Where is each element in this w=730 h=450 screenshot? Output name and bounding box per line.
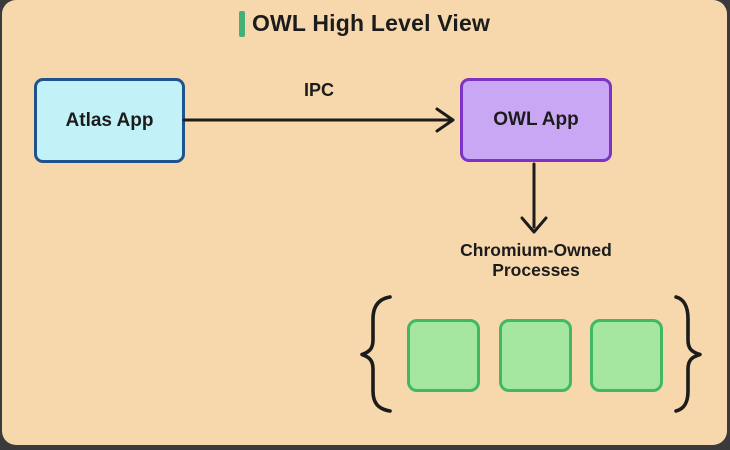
node-atlas-app: Atlas App [34, 78, 185, 163]
node-owl-app-label: OWL App [493, 109, 579, 130]
node-atlas-app-label: Atlas App [65, 109, 154, 131]
process-group-label: Chromium-Owned Processes [436, 240, 636, 280]
process-group-label-line2: Processes [492, 259, 580, 280]
process-box [498, 319, 572, 392]
diagram-header: OWL High Level View [2, 10, 727, 37]
process-box-row [407, 319, 663, 392]
process-box [407, 319, 480, 392]
page-title: OWL High Level View [251, 10, 491, 36]
process-group-label-line1: Chromium-Owned [460, 240, 612, 260]
edge-label-ipc: IPC [303, 80, 334, 100]
node-owl-app: OWL App [460, 78, 612, 162]
title-accent-bar [238, 10, 245, 37]
process-box [590, 319, 663, 392]
